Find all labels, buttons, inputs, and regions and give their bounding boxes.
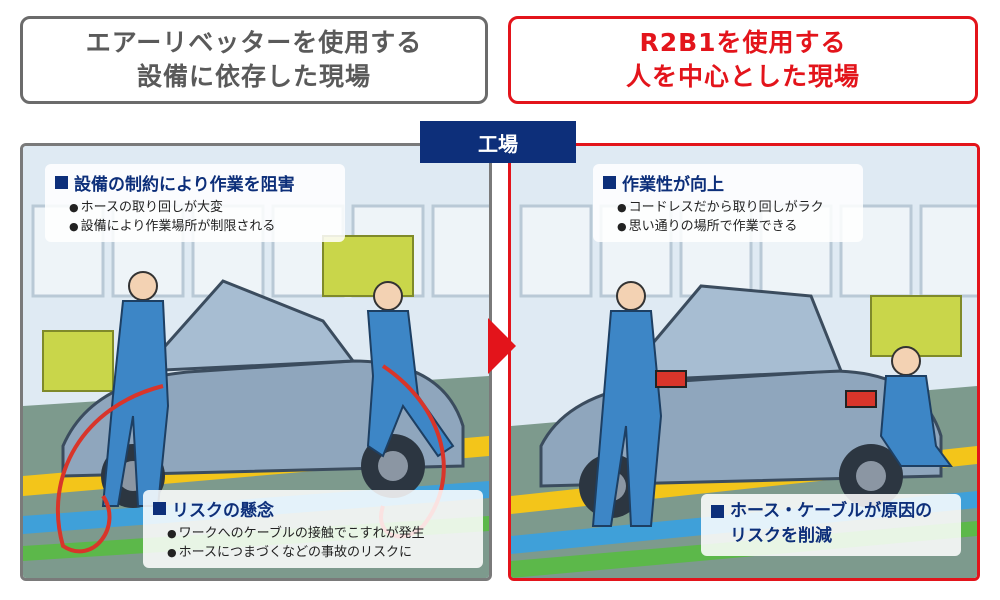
header-right-line2: 人を中心とした現場 [625,62,860,91]
right-bottom-note-line1: ホース・ケーブルが原因の [730,501,933,521]
left-top-note-item: 設備により作業場所が制限される [55,217,335,236]
right-top-note: 作業性が向上 コードレスだから取り回しがラク 思い通りの場所で作業できる [593,164,863,242]
header-left: エアーリベッターを使用する 設備に依存した現場 [20,16,488,104]
factory-badge: 工場 [420,121,576,163]
left-top-note-title: 設備の制約により作業を阻害 [74,175,295,195]
right-bottom-note: ホース・ケーブルが原因の リスクを削減 [701,494,961,556]
right-panel: 作業性が向上 コードレスだから取り回しがラク 思い通りの場所で作業できる ホース… [508,143,980,581]
square-bullet-icon [711,504,724,518]
square-bullet-icon [603,176,616,189]
right-top-note-title: 作業性が向上 [622,175,724,195]
left-top-note: 設備の制約により作業を阻害 ホースの取り回しが大変 設備により作業場所が制限され… [45,164,345,242]
left-top-note-item: ホースの取り回しが大変 [55,198,335,217]
right-top-note-item: 思い通りの場所で作業できる [603,217,853,236]
square-bullet-icon [153,502,166,515]
arrow-right-icon [488,318,516,374]
right-bottom-note-line2: リスクを削減 [730,526,832,546]
right-top-note-item: コードレスだから取り回しがラク [603,198,853,217]
left-panel: 設備の制約により作業を阻害 ホースの取り回しが大変 設備により作業場所が制限され… [20,143,492,581]
square-bullet-icon [55,176,68,189]
left-bottom-note: リスクの懸念 ワークへのケーブルの接触でこすれが発生 ホースにつまづくなどの事故… [143,490,483,568]
header-right-line1: R2B1を使用する [639,28,847,57]
header-right: R2B1を使用する 人を中心とした現場 [508,16,978,104]
left-bottom-note-item: ワークへのケーブルの接触でこすれが発生 [153,524,473,543]
header-left-line2: 設備に依存した現場 [136,62,371,91]
header-left-line1: エアーリベッターを使用する [85,28,423,57]
left-bottom-note-title: リスクの懸念 [172,501,274,521]
left-bottom-note-item: ホースにつまづくなどの事故のリスクに [153,543,473,562]
